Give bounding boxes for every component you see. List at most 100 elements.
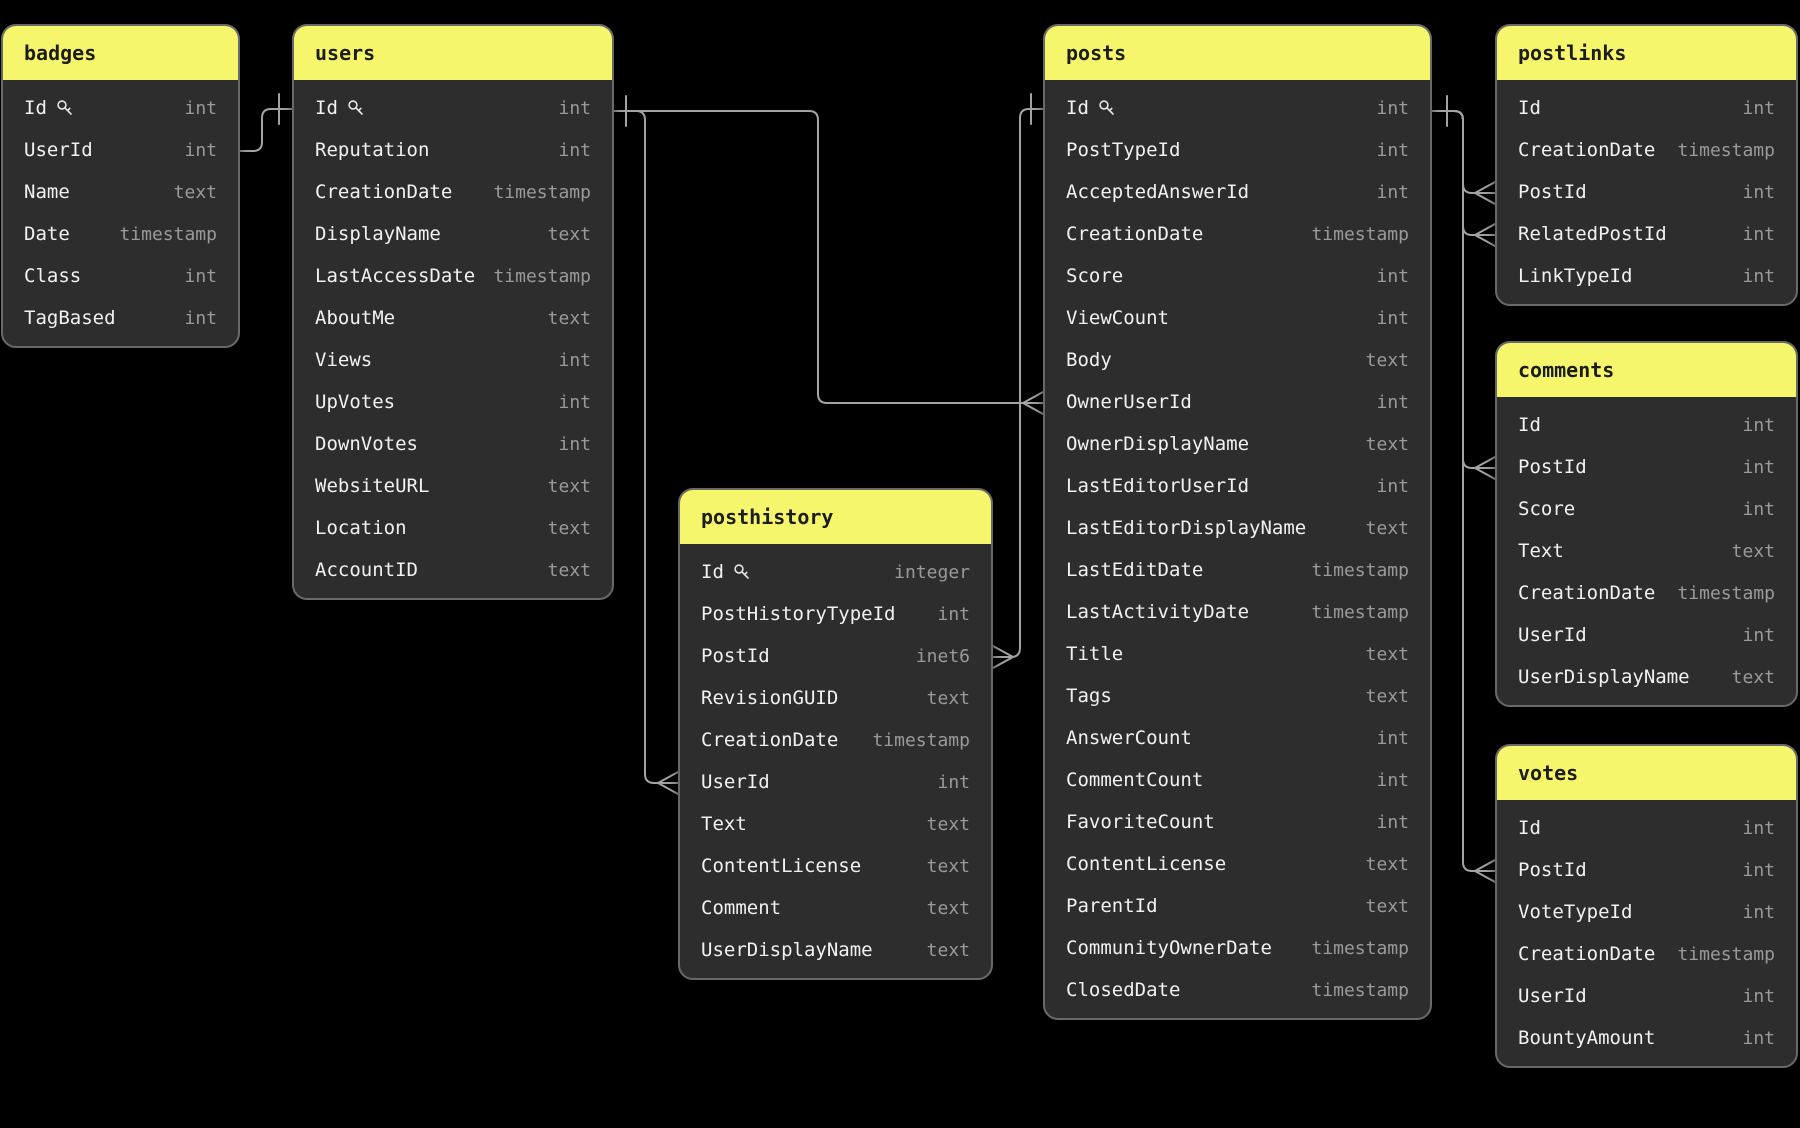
- column-type: inet6: [915, 645, 970, 667]
- relationship-posthistory.UserId-users.Id[interactable]: [613, 110, 679, 784]
- table-header-posthistory[interactable]: posthistory: [680, 490, 991, 544]
- relationship-postlinks.PostId-posts.Id[interactable]: [1431, 110, 1496, 194]
- table-header-users[interactable]: users: [294, 26, 612, 80]
- many-marker-posthistory.PostId[interactable]: [992, 645, 1014, 669]
- many-marker-postlinks.RelatedPostId[interactable]: [1474, 223, 1496, 247]
- table-header-posts[interactable]: posts: [1045, 26, 1430, 80]
- relationship-posthistory.PostId-posts.Id[interactable]: [992, 108, 1044, 658]
- many-marker-posts.OwnerUserId[interactable]: [1022, 391, 1044, 415]
- table-header-postlinks[interactable]: postlinks: [1497, 26, 1796, 80]
- many-marker-votes.PostId[interactable]: [1474, 859, 1496, 883]
- relationship-votes.PostId-posts.Id[interactable]: [1431, 110, 1496, 872]
- many-marker-comments.PostId[interactable]: [1474, 456, 1496, 480]
- relationship-badges.UserId-users.Id[interactable]: [239, 108, 293, 152]
- table-header-comments[interactable]: comments: [1497, 343, 1796, 397]
- relationship-comments.PostId-posts.Id[interactable]: [1431, 110, 1496, 469]
- table-header-badges[interactable]: badges: [3, 26, 238, 80]
- many-marker-postlinks.PostId[interactable]: [1474, 181, 1496, 205]
- relationship-postlinks.RelatedPostId-posts.Id[interactable]: [1431, 110, 1496, 236]
- relationship-posts.OwnerUserId-users.Id[interactable]: [613, 110, 1044, 404]
- many-marker-posthistory.UserId[interactable]: [657, 771, 679, 795]
- table-header-votes[interactable]: votes: [1497, 746, 1796, 800]
- column-type: int: [184, 265, 217, 287]
